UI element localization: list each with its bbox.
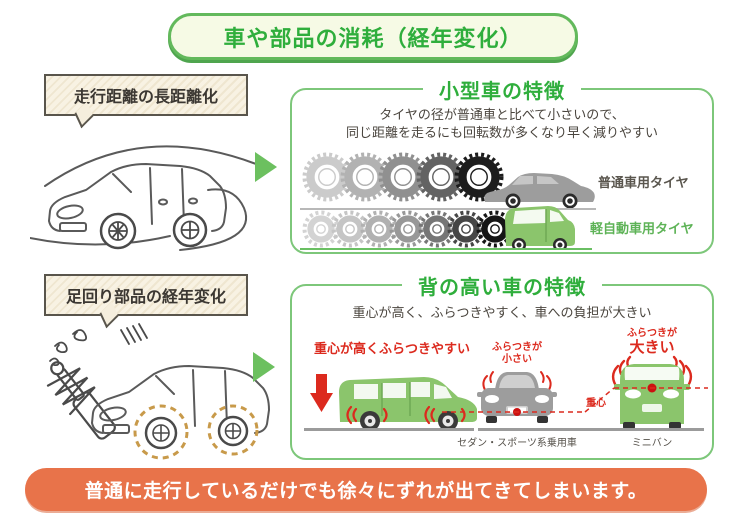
center-of-gravity-label: 重心 xyxy=(586,398,606,409)
minivan-front-icon xyxy=(611,355,693,429)
footer-text: 普通に走行しているだけでも徐々にずれが出てきてしまいます。 xyxy=(84,481,648,502)
label-suspension-text: 足回り部品の経年変化 xyxy=(65,289,226,306)
panel-small-car-title: 小型車の特徴 xyxy=(292,75,712,104)
sedan-side-icon xyxy=(484,173,595,208)
side-caption: 重心が高くふらつきやすい xyxy=(314,341,471,356)
kei-car-side-icon xyxy=(505,206,575,250)
ground-line-left xyxy=(304,428,474,431)
sketch-car-icon xyxy=(30,145,257,251)
label-mileage: 走行距離の長距離化 xyxy=(44,74,248,129)
sedan-front-icon xyxy=(477,371,557,423)
tire-row-kei xyxy=(302,210,514,248)
sway-minivan: ふらつきが 大きい xyxy=(627,328,677,356)
panel-small-car: 小型車の特徴 タイヤの径が普通車と比べて小さいので、 同じ距離を走るにも回転数が… xyxy=(290,81,714,254)
page-title: 車や部品の消耗（経年変化） xyxy=(168,13,578,60)
ground-line-kei xyxy=(300,248,592,250)
label-kei-tire: 軽自動車用タイヤ xyxy=(590,221,694,236)
label-normal-tire: 普通車用タイヤ xyxy=(598,175,689,190)
label-suspension: 足回り部品の経年変化 xyxy=(44,274,248,329)
ground-line-normal xyxy=(300,208,596,210)
label-mileage-text: 走行距離の長距離化 xyxy=(73,89,218,106)
tire-row-normal xyxy=(302,152,504,202)
footer-banner: 普通に走行しているだけでも徐々にずれが出てきてしまいます。 xyxy=(25,468,707,511)
sway-sedan: ふらつきが 小さい xyxy=(492,342,542,365)
label-sedan: セダン・スポーツ系乗用車 xyxy=(457,438,577,449)
shock-absorber-car-icon xyxy=(46,323,270,460)
arrow-right-icon-1 xyxy=(255,152,277,182)
tire-icon xyxy=(454,152,504,202)
minivan-side-icon xyxy=(310,374,477,430)
panel-tall-car-desc: 重心が高く、ふらつきやすく、車への負担が大きい xyxy=(352,305,652,320)
panel-small-car-desc: タイヤの径が普通車と比べて小さいので、 同じ距離を走るにも回転数が多くなり早く減… xyxy=(345,107,658,140)
arrow-right-icon-2 xyxy=(253,352,275,382)
label-minivan: ミニバン xyxy=(631,438,673,449)
ground-line-right xyxy=(478,428,704,431)
center-of-gravity-lines xyxy=(442,387,708,413)
page-title-text: 車や部品の消耗（経年変化） xyxy=(223,25,523,51)
panel-tall-car: 背の高い車の特徴 重心が高く、ふらつきやすく、車への負担が大きい 重心が高くふら… xyxy=(290,277,714,460)
